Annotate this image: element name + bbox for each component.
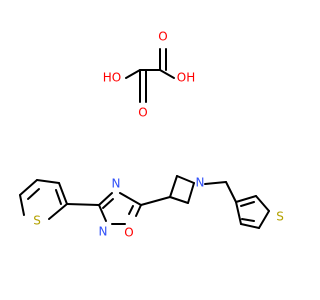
left-thiophene-bonds: [19, 179, 68, 220]
label-o-bottom: O: [138, 106, 147, 120]
bond-rt-4: [240, 223, 260, 229]
label-n-oxadiazole-top: N: [112, 177, 121, 191]
bond-az-4: [169, 196, 189, 204]
bond-rt-inner-1: [240, 201, 255, 207]
bond-lt-inner-2: [55, 189, 62, 205]
bond-ho-c1: [125, 69, 141, 79]
bond-lt-5: [48, 203, 68, 220]
bond-az-2: [176, 175, 195, 184]
bond-az-3: [187, 182, 195, 204]
right-thiophene-bonds: [235, 195, 270, 229]
bond-ox-inner-2: [128, 205, 134, 215]
label-ho-left: HO: [103, 71, 121, 85]
bond-ox-2: [119, 192, 142, 206]
label-o-oxadiazole: O: [124, 226, 133, 240]
oxadiazole-ring-bonds: [98, 192, 142, 225]
label-s-thiophene-right: S: [276, 210, 284, 224]
bond-rt-3: [258, 210, 270, 229]
bond-lt-1: [19, 194, 25, 216]
chemical-structure-canvas: HO O O OH S N N O N S: [19, 29, 284, 240]
bond-ox-5: [98, 204, 107, 222]
bond-lt-4: [58, 182, 68, 205]
bond-rt-2: [255, 195, 270, 212]
label-oh-right: OH: [177, 71, 195, 85]
label-s-thiophene-left: S: [33, 214, 41, 228]
bond-ch2-thiophene: [225, 181, 237, 203]
bond-lt-inner-1: [27, 188, 40, 200]
bond-ox-1: [98, 192, 113, 206]
oxalic-acid-bonds: [125, 48, 175, 103]
bond-rt-inner-2: [241, 218, 255, 222]
bond-oxadiazole-azetidine: [140, 196, 171, 206]
bond-rt-1: [235, 195, 257, 203]
azetidine-ring-bonds: [169, 175, 195, 204]
bond-n-ch2: [204, 181, 227, 185]
bond-ox-inner-1: [102, 198, 114, 209]
molecule-drawing: HO O O OH S N N O N S: [19, 30, 284, 240]
label-o-top: O: [158, 30, 167, 44]
bond-lt-3: [36, 179, 60, 184]
bond-az-1: [169, 175, 178, 198]
bond-rt-5: [235, 201, 242, 225]
label-n-azetidine: N: [196, 176, 205, 190]
atom-labels: HO O O OH S N N O N S: [33, 30, 284, 240]
label-n-oxadiazole-left: N: [99, 225, 108, 239]
bond-c2-oh: [159, 69, 175, 79]
bond-lt-2: [19, 179, 38, 196]
bond-ox-3: [135, 204, 142, 217]
bond-thiophene-oxadiazole: [66, 203, 100, 206]
